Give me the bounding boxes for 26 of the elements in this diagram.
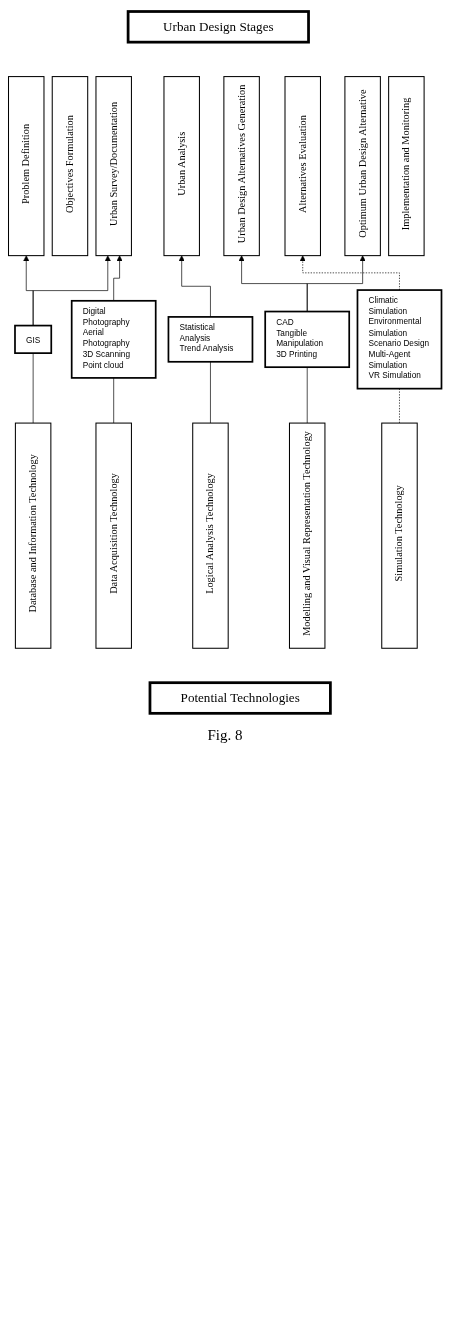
connector [306,366,308,424]
node-box: Data Acquisition Technology [95,422,132,649]
connector [210,361,211,424]
node-box: Optimum Urban Design Alternative [344,76,381,257]
connector [113,377,115,424]
connector [32,352,34,424]
node-box: Alternatives Evaluation [284,76,321,257]
node-box: Statistical Analysis Trend Analysis [167,316,254,363]
figure-caption: Fig. 8 [207,726,243,744]
node-box: Urban Design Stages [126,10,310,44]
node-box: Urban Survey/Documentation [95,76,132,257]
node-box: Objectives Formulation [51,76,89,257]
node-box: Climatic Simulation Environmental Simulation Scenario Design Multi-Agent Simulation VR Simulation [356,289,443,390]
node-box: Modelling and Visual Representation Technology [288,422,326,649]
node-box: Urban Design Alternatives Generation [223,76,260,257]
node-box: CAD Tangible Manipulation 3D Printing [264,310,351,369]
node-box: Logical Analysis Technology [192,422,229,649]
node-box: Urban Analysis [163,76,200,257]
node-box: Simulation Technology [381,422,418,649]
node-box: Potential Technologies [148,681,332,715]
node-box: Implementation and Monitoring [388,76,425,257]
node-box: GIS [14,324,53,354]
node-box: Digital Photography Aerial Photography 3D Scanning Point cloud [70,299,157,379]
connector [399,388,400,424]
node-box: Database and Information Technology [14,422,52,649]
node-box: Problem Definition [8,76,45,257]
